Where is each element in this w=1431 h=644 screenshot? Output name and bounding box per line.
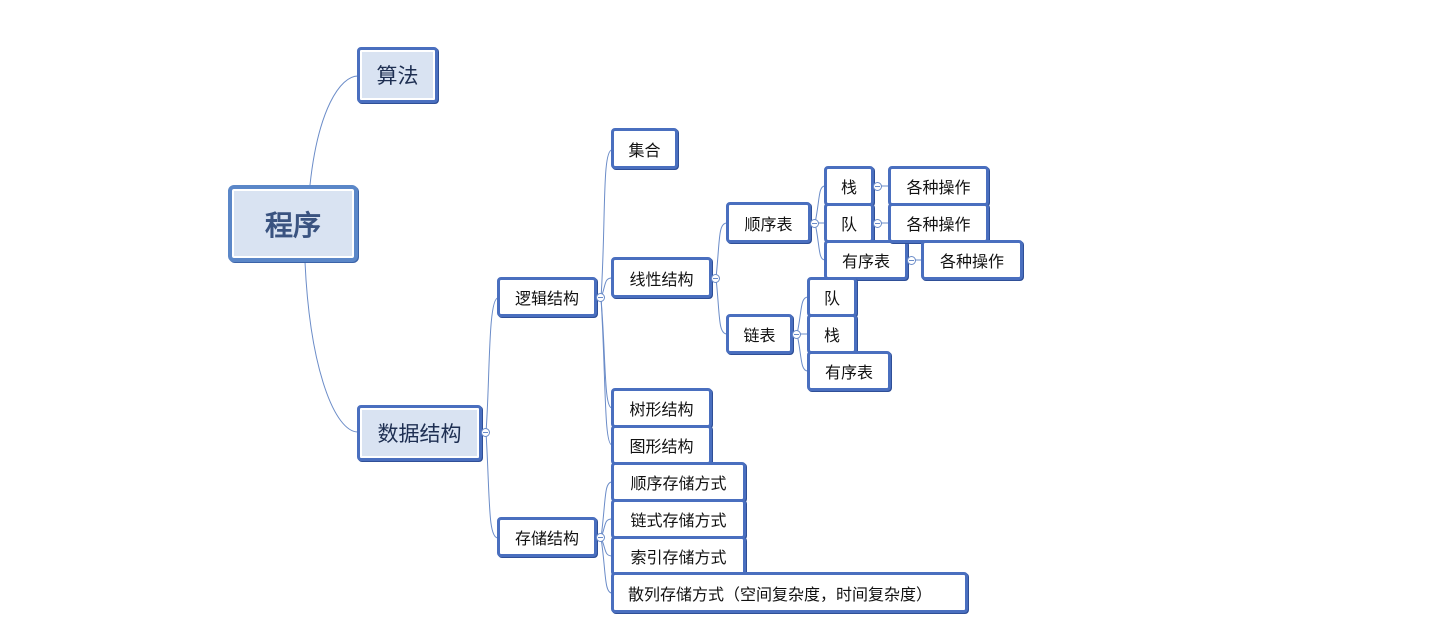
node-linked-list-label: 链表 <box>743 326 776 345</box>
connector-seq-stack <box>814 185 826 224</box>
collapse-seq-stack-icon[interactable] <box>873 182 882 191</box>
node-seq-queue-ops-label: 各种操作 <box>906 215 971 234</box>
node-seq-stack-ops-label: 各种操作 <box>906 178 971 197</box>
connector-logical-graph <box>600 297 613 446</box>
node-tree-structure[interactable]: 树形结构 <box>611 388 712 428</box>
node-linked-ordered-list[interactable]: 有序表 <box>807 351 891 391</box>
node-tree-structure-label: 树形结构 <box>629 400 694 419</box>
node-logical-structure[interactable]: 逻辑结构 <box>497 277 597 317</box>
collapse-logical-structure-icon[interactable] <box>596 293 605 302</box>
connector-storage-hash <box>600 537 613 594</box>
node-algorithm-label: 算法 <box>376 64 419 88</box>
collapse-sequential-list-icon[interactable] <box>810 219 819 228</box>
node-storage-structure[interactable]: 存储结构 <box>497 517 597 557</box>
connector-storage-seq <box>600 481 613 539</box>
node-sequential-storage-label: 顺序存储方式 <box>630 474 727 493</box>
node-linear-structure-label: 线性结构 <box>629 269 694 289</box>
node-data-structure[interactable]: 数据结构 <box>357 405 482 461</box>
node-set-label: 集合 <box>628 140 661 160</box>
connector-seq-ordered <box>814 222 826 261</box>
root-node[interactable]: 程序 <box>228 185 358 262</box>
collapse-data-structure-icon[interactable] <box>481 428 490 437</box>
node-sequential-list[interactable]: 顺序表 <box>726 202 811 243</box>
connector-ds-storage <box>485 431 499 539</box>
node-data-structure-label: 数据结构 <box>377 422 462 446</box>
connector-linear-linked <box>715 277 728 335</box>
node-seq-queue-ops[interactable]: 各种操作 <box>888 203 989 243</box>
node-linked-list[interactable]: 链表 <box>726 314 793 354</box>
collapse-linear-structure-icon[interactable] <box>711 274 720 283</box>
node-logical-structure-label: 逻辑结构 <box>514 289 579 308</box>
collapse-seq-queue-icon[interactable] <box>873 219 882 228</box>
node-algorithm[interactable]: 算法 <box>357 47 438 103</box>
node-sequential-list-label: 顺序表 <box>744 214 793 234</box>
node-linked-ordered-list-label: 有序表 <box>824 363 873 382</box>
node-indexed-storage-label: 索引存储方式 <box>630 548 727 567</box>
connector-linked-ordered <box>796 333 809 372</box>
node-linked-stack[interactable]: 栈 <box>807 314 857 354</box>
node-seq-ordered-ops[interactable]: 各种操作 <box>921 240 1023 280</box>
node-seq-queue[interactable]: 队 <box>824 203 874 243</box>
connector-root-algorithm <box>309 75 359 186</box>
node-linear-structure[interactable]: 线性结构 <box>611 257 712 298</box>
node-storage-structure-label: 存储结构 <box>514 529 579 548</box>
node-seq-ordered-list-label: 有序表 <box>841 252 890 271</box>
node-seq-stack[interactable]: 栈 <box>824 166 874 206</box>
root-node-label: 程序 <box>264 208 321 242</box>
node-graph-structure-label: 图形结构 <box>629 437 694 456</box>
connector-logical-set <box>600 149 613 299</box>
connector-linked-queue <box>796 296 809 335</box>
node-linked-queue[interactable]: 队 <box>807 277 857 317</box>
connector-root-datastructure <box>304 261 359 433</box>
connector-ds-logical <box>485 297 499 433</box>
node-graph-structure[interactable]: 图形结构 <box>611 425 712 465</box>
collapse-linked-list-icon[interactable] <box>792 330 801 339</box>
connector-linear-seq <box>715 222 728 279</box>
node-seq-stack-ops[interactable]: 各种操作 <box>888 166 989 206</box>
node-indexed-storage[interactable]: 索引存储方式 <box>611 536 746 576</box>
node-seq-ordered-list[interactable]: 有序表 <box>824 240 908 280</box>
node-seq-ordered-ops-label: 各种操作 <box>939 252 1004 271</box>
node-hashed-storage[interactable]: 散列存储方式（空间复杂度，时间复杂度） <box>611 572 968 613</box>
node-seq-queue-label: 队 <box>840 215 857 234</box>
node-chained-storage[interactable]: 链式存储方式 <box>611 499 746 539</box>
node-set[interactable]: 集合 <box>611 128 678 169</box>
node-linked-queue-label: 队 <box>823 289 840 308</box>
node-linked-stack-label: 栈 <box>823 326 840 345</box>
collapse-storage-structure-icon[interactable] <box>596 533 605 542</box>
node-sequential-storage[interactable]: 顺序存储方式 <box>611 462 746 502</box>
collapse-seq-ordered-list-icon[interactable] <box>907 256 916 265</box>
node-hashed-storage-label: 散列存储方式（空间复杂度，时间复杂度） <box>628 584 933 604</box>
node-seq-stack-label: 栈 <box>840 178 857 197</box>
node-chained-storage-label: 链式存储方式 <box>630 511 727 530</box>
